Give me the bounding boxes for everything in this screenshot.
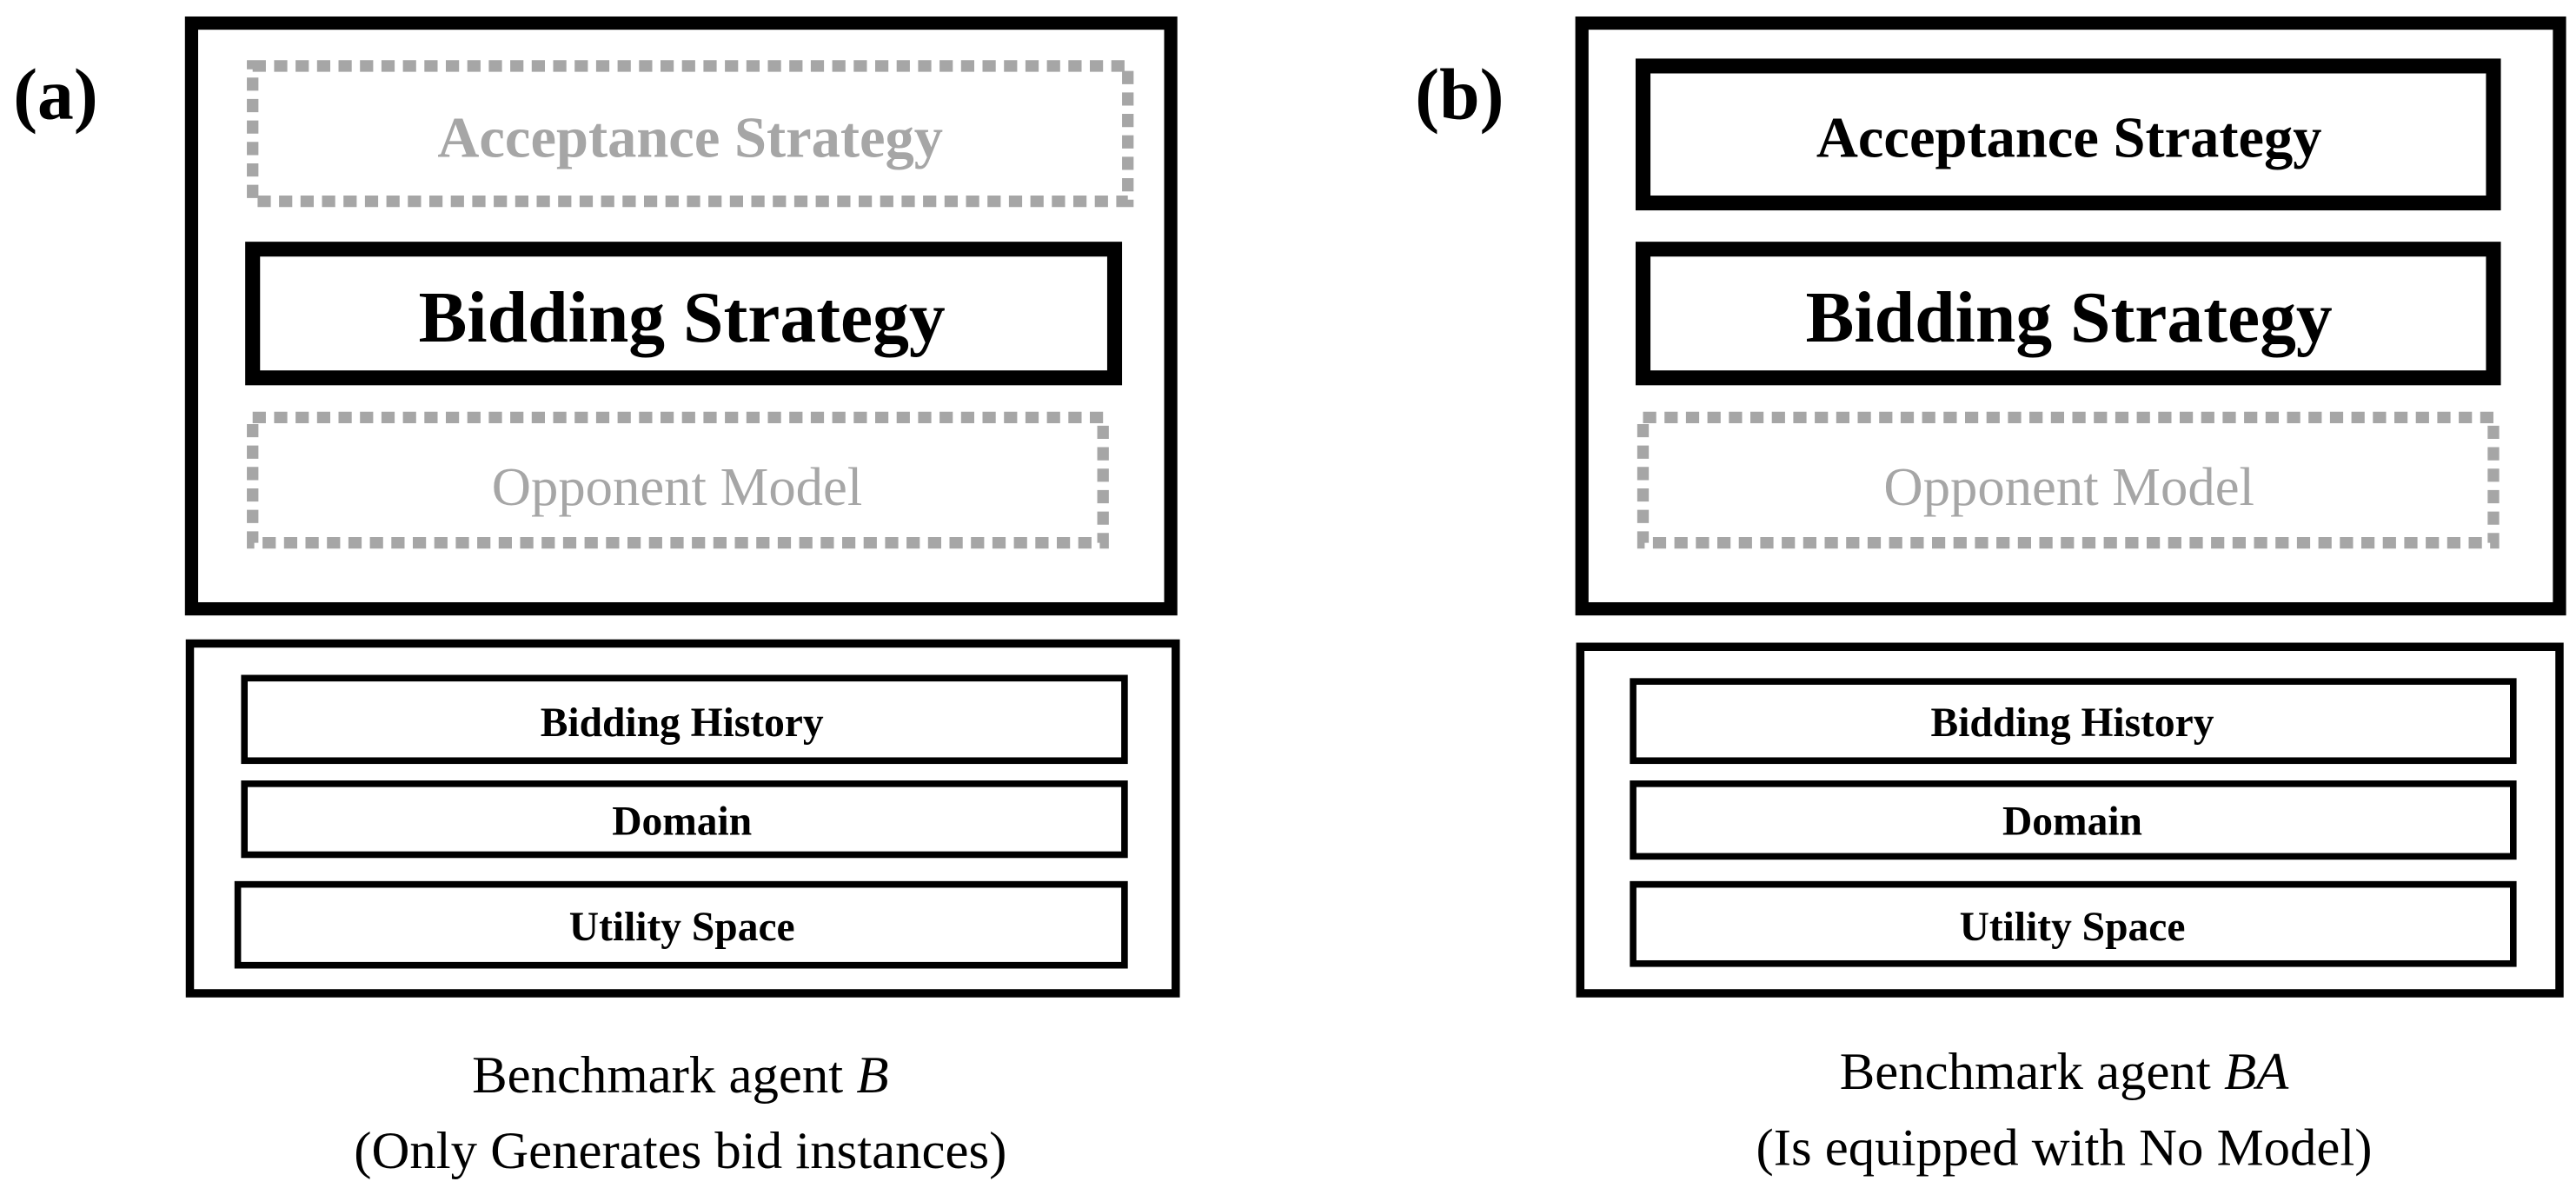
caption-text: Benchmark agent	[1840, 1043, 2224, 1101]
domain-box	[241, 780, 1128, 859]
panel-label: (a)	[13, 56, 97, 136]
caption-agent: BA	[2224, 1043, 2289, 1101]
caption-agent: B	[856, 1046, 888, 1105]
bidding-strategy-label: Bidding Strategy	[419, 278, 946, 358]
opponent-model-label: Opponent Model	[1883, 456, 2254, 517]
caption-subtitle: (Only Generates bid instances)	[354, 1122, 1006, 1180]
knowledge-box	[185, 639, 1180, 998]
agent-box	[184, 16, 1178, 616]
acceptance-strategy-label: Acceptance Strategy	[1816, 106, 2322, 169]
bidding-strategy-label: Bidding Strategy	[1806, 278, 2333, 358]
domain-label: Domain	[612, 800, 752, 845]
caption-title: Benchmark agent BA	[1840, 1043, 2289, 1101]
bidding-strategy-box	[1635, 242, 2501, 386]
panel-label: (b)	[1415, 56, 1504, 136]
acceptance-strategy-label: Acceptance Strategy	[437, 106, 943, 169]
bidding-history-box	[1630, 678, 2517, 765]
utility-space-label: Utility Space	[1960, 905, 2186, 950]
panel-b: (b) Acceptance Strategy Bidding Strategy…	[1415, 16, 2566, 1177]
bidding-history-box	[241, 674, 1128, 765]
knowledge-box	[1576, 642, 2564, 998]
bidding-history-label: Bidding History	[541, 700, 824, 746]
opponent-model-label: Opponent Model	[492, 456, 863, 517]
utility-space-box	[1630, 880, 2517, 967]
opponent-model-box	[1637, 411, 2500, 549]
utility-space-label: Utility Space	[569, 905, 795, 950]
acceptance-strategy-box	[1635, 58, 2501, 211]
agent-box	[1575, 16, 2566, 616]
domain-box	[1630, 780, 2517, 860]
caption-title: Benchmark agent B	[472, 1046, 888, 1105]
bidding-strategy-box	[245, 242, 1123, 386]
utility-space-box	[234, 880, 1128, 969]
domain-label: Domain	[2002, 800, 2142, 845]
panel-a: (a) Acceptance Strategy Bidding Strategy…	[13, 16, 1180, 1180]
acceptance-strategy-box	[247, 60, 1134, 208]
bidding-history-label: Bidding History	[1931, 700, 2214, 746]
caption-text: Benchmark agent	[472, 1046, 856, 1105]
caption-subtitle: (Is equipped with No Model)	[1756, 1118, 2372, 1177]
opponent-model-box	[247, 411, 1109, 549]
